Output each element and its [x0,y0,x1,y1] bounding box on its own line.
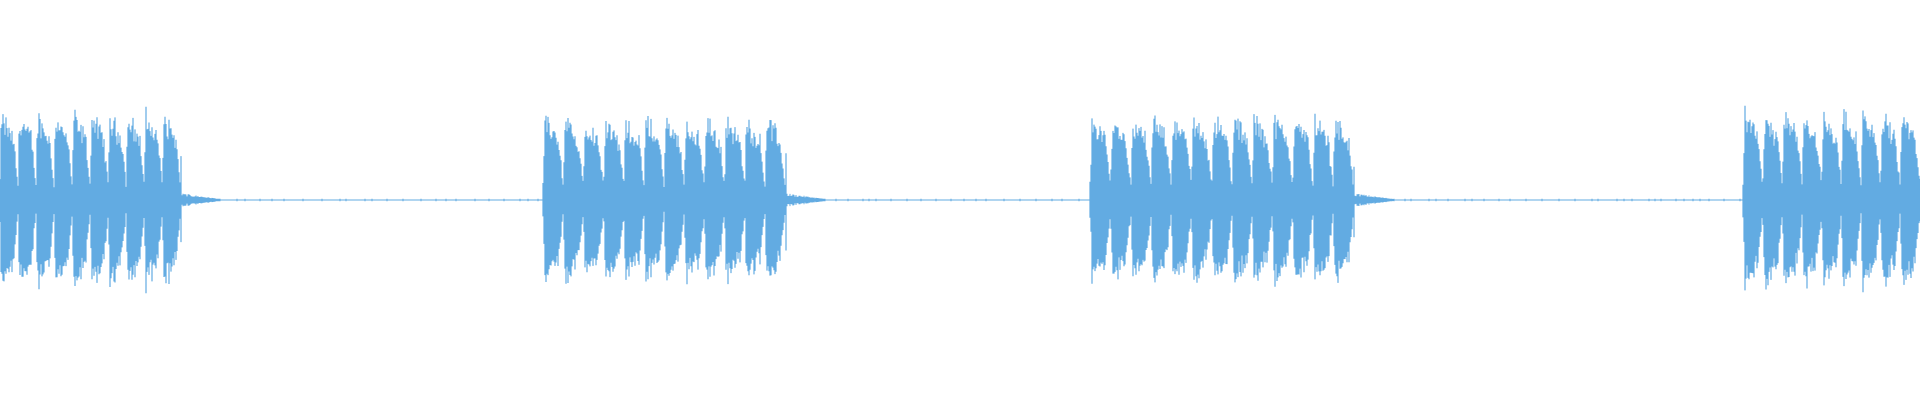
waveform-burst [1742,105,1920,293]
waveform-burst [1089,113,1355,287]
waveform-silence [1352,193,1741,207]
waveform-burst-path [0,106,182,294]
waveform-silence [784,193,1080,207]
waveform-burst [0,106,182,294]
waveform-silence-path [784,193,1080,207]
waveform-silence [179,193,539,207]
waveform-burst-path [1089,113,1355,287]
waveform-burst-path [542,115,787,285]
waveform-silence-path [179,193,539,207]
waveform-burst-path [1742,105,1920,293]
waveform-burst [542,115,787,285]
waveform-silence-path [1352,193,1741,207]
